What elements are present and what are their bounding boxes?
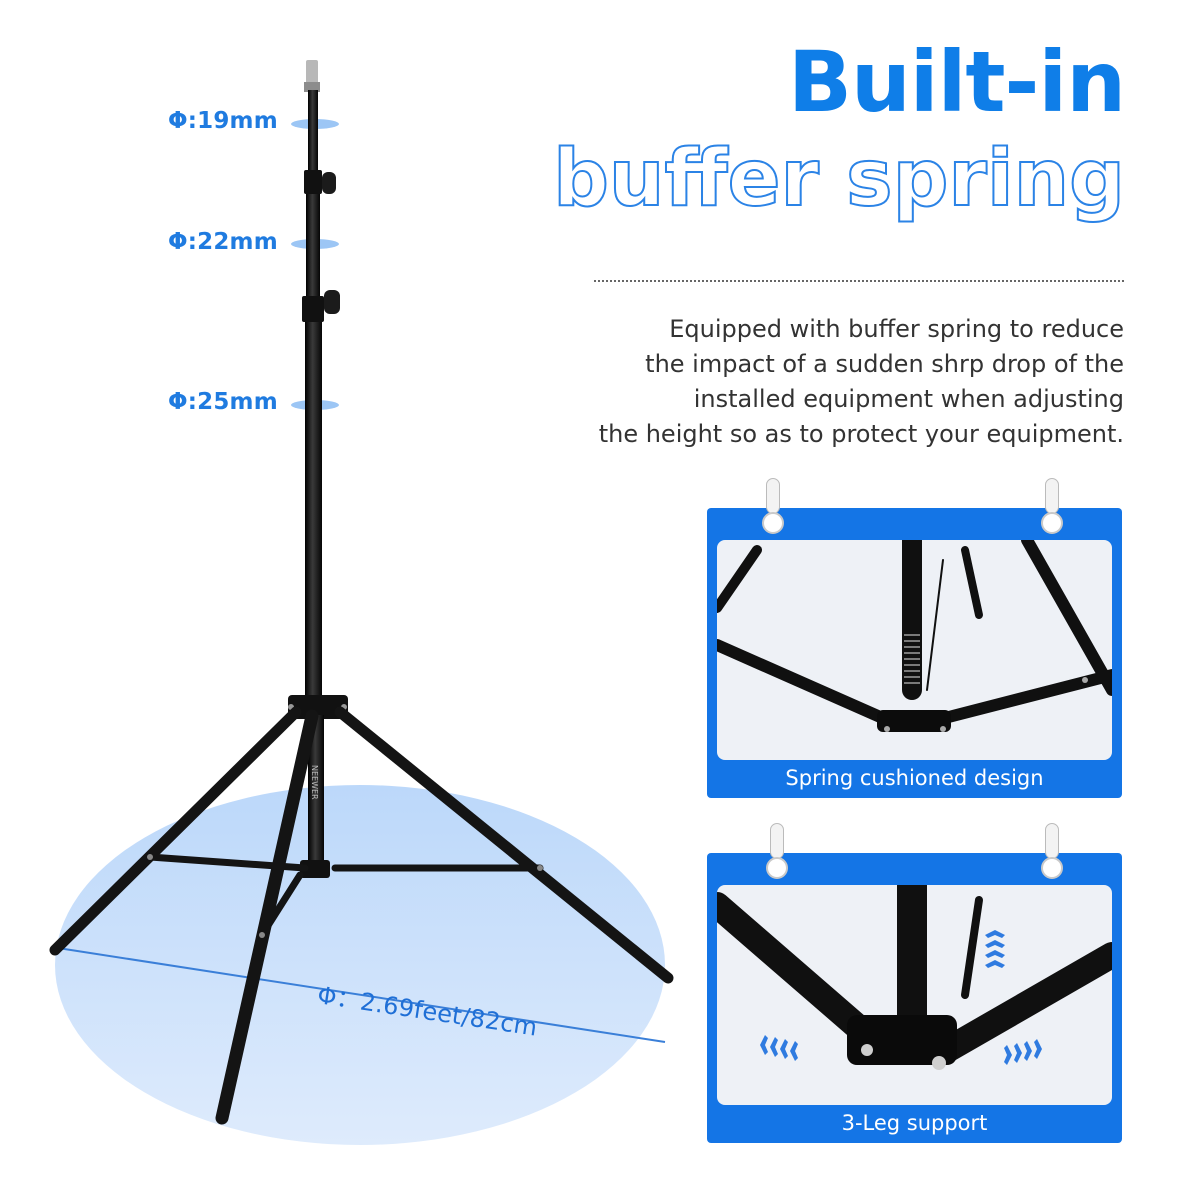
- card-spring-design: Spring cushioned design: [707, 508, 1122, 798]
- leg-joint-closeup-illustration: [717, 885, 1112, 1070]
- headline-line-2: buffer spring: [552, 134, 1126, 224]
- description-line: installed equipment when adjusting: [693, 385, 1124, 413]
- description-line: Equipped with buffer spring to reduce: [669, 315, 1124, 343]
- spring-closeup-illustration: [717, 540, 1112, 732]
- hang-hook-icon: [1045, 478, 1059, 514]
- dim-label-top-tube: Φ:19mm: [168, 108, 278, 134]
- dotted-divider: [594, 280, 1124, 282]
- hang-hook-icon: [1045, 823, 1059, 859]
- hook-ring-icon: [1041, 857, 1063, 879]
- hook-ring-icon: [766, 857, 788, 879]
- leg-joint-closeup-photo: [717, 885, 1112, 1105]
- dim-label-bottom-tube: Φ:25mm: [168, 389, 278, 415]
- light-stand-illustration: NEEWER: [49, 60, 674, 1145]
- hook-ring-icon: [1041, 512, 1063, 534]
- card-3-leg-support: 3-Leg support: [707, 853, 1122, 1143]
- base-footprint-ellipse: [55, 785, 665, 1145]
- card-caption: 3-Leg support: [841, 1111, 988, 1135]
- hook-ring-icon: [762, 512, 784, 534]
- diameter-line: [57, 947, 666, 1043]
- description: Equipped with buffer spring to reduce th…: [564, 312, 1124, 452]
- description-line: the impact of a sudden shrp drop of the: [645, 350, 1124, 378]
- dim-label-middle-tube: Φ:22mm: [168, 229, 278, 255]
- card-caption: Spring cushioned design: [785, 766, 1044, 790]
- stand-brand-mark: NEEWER: [310, 765, 319, 800]
- spring-closeup-photo: [717, 540, 1112, 760]
- headline-line-1: Built-in: [787, 33, 1126, 131]
- description-line: the height so as to protect your equipme…: [598, 420, 1124, 448]
- hang-hook-icon: [766, 478, 780, 514]
- hang-hook-icon: [770, 823, 784, 859]
